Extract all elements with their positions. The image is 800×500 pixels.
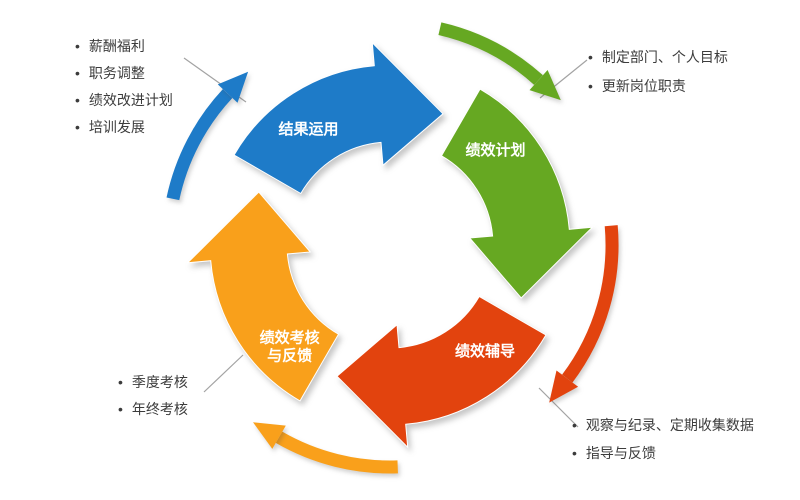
notes-performance-review: 季度考核 年终考核 [118,369,188,423]
segment-results-application [233,41,444,195]
cycle-arrow-head-performance-coaching [549,370,579,403]
segment-label-performance-planning: 绩效计划 [466,141,526,159]
note-item: 薪酬福利 [75,33,173,60]
note-item: 指导与反馈 [572,439,754,467]
segment-performance-planning [440,88,594,299]
notes-performance-coaching: 观察与纪录、定期收集数据 指导与反馈 [572,411,754,467]
leader-line [203,354,244,393]
note-item: 更新岗位职责 [588,72,728,101]
cycle-arrow-head-performance-planning [529,70,561,101]
note-item: 培训发展 [75,114,173,141]
cycle-arrow-head-results-application [217,71,249,103]
segment-label-performance-review-feedback: 绩效考核与反馈 [260,328,320,364]
note-item: 观察与纪录、定期收集数据 [572,411,754,439]
cycle-arrow-head-performance-review-feedback [253,422,286,449]
notes-results-application: 薪酬福利 职务调整 绩效改进计划 培训发展 [75,33,173,141]
segment-performance-review-feedback [186,191,340,402]
cycle-arrow-performance-review-feedback [275,431,398,474]
notes-performance-planning: 制定部门、个人目标 更新岗位职责 [588,43,728,101]
note-item: 制定部门、个人目标 [588,43,728,72]
cycle-arrow-results-application [166,89,233,201]
cycle-arrow-performance-planning [438,22,543,85]
cycle-arrow-performance-coaching [562,225,619,383]
segment-performance-coaching [336,295,547,449]
note-item: 年终考核 [118,396,188,423]
segment-label-performance-coaching: 绩效辅导 [455,342,515,360]
note-item: 职务调整 [75,60,173,87]
note-item: 季度考核 [118,369,188,396]
note-item: 绩效改进计划 [75,87,173,114]
segment-label-results-application: 结果运用 [279,120,339,138]
